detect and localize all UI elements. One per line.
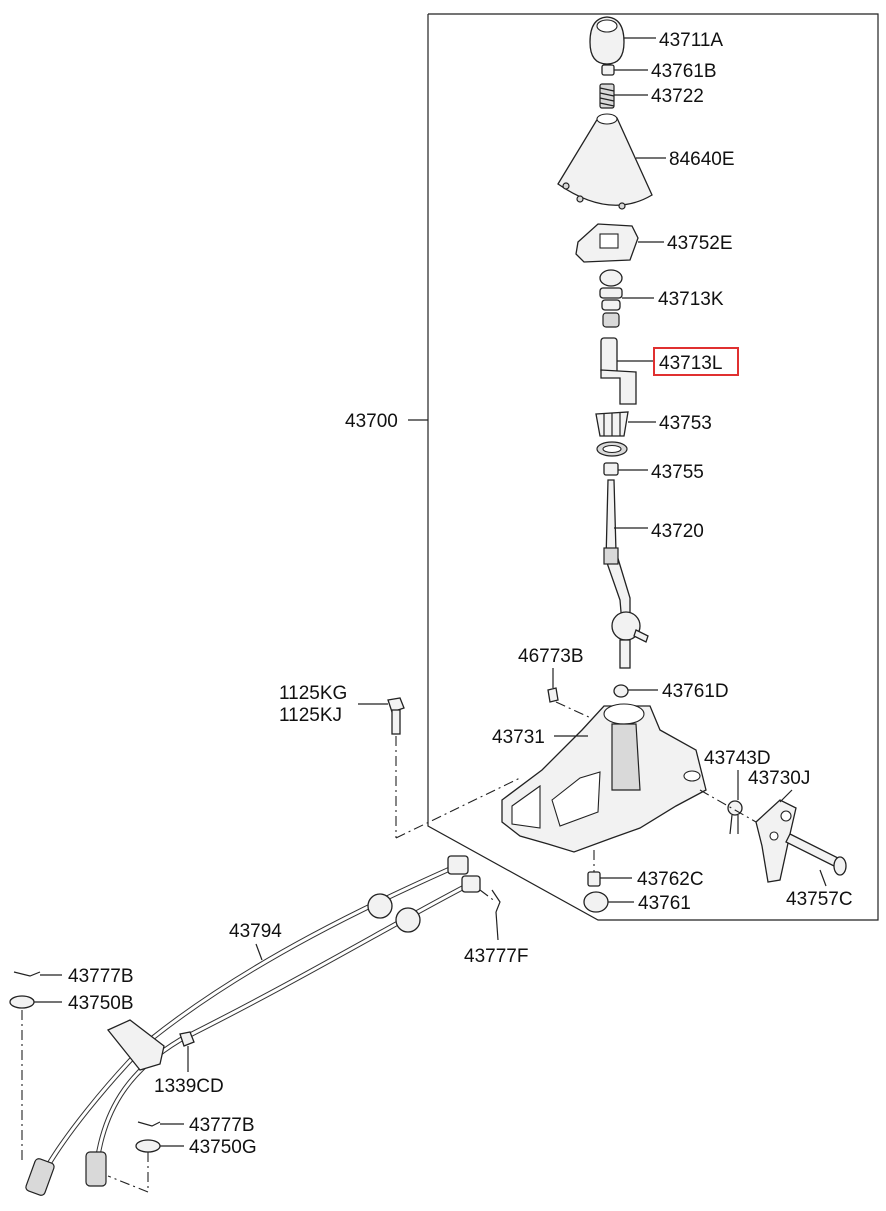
label-43794: 43794 — [229, 921, 282, 942]
label-43750G: 43750G — [189, 1137, 257, 1158]
label-1339CD: 1339CD — [154, 1076, 224, 1097]
pin-part[interactable] — [785, 833, 847, 876]
label-43752E: 43752E — [667, 233, 733, 254]
bracket-part[interactable] — [575, 223, 639, 263]
label-43762C: 43762C — [637, 869, 704, 890]
label-43750B: 43750B — [68, 993, 134, 1014]
label-84640E: 84640E — [669, 149, 735, 170]
collar-part[interactable] — [595, 411, 629, 437]
highlight-box — [653, 347, 739, 376]
nut-part[interactable] — [601, 64, 615, 76]
shift-base-part[interactable] — [501, 703, 707, 853]
washer-g-part[interactable] — [135, 1139, 161, 1153]
select-lever-part[interactable] — [755, 799, 797, 883]
label-43711A: 43711A — [659, 30, 723, 51]
clip-part[interactable] — [547, 687, 559, 703]
shift-lever-part[interactable] — [603, 479, 649, 669]
label-43730J: 43730J — [748, 768, 810, 789]
label-43731: 43731 — [492, 727, 545, 748]
label-43777B-bottom: 43777B — [189, 1115, 255, 1136]
mount-bushing-part[interactable] — [583, 891, 609, 913]
label-43720: 43720 — [651, 521, 704, 542]
label-46773B: 46773B — [518, 646, 584, 667]
torsion-spring-part[interactable] — [727, 800, 743, 835]
label-43713L: 43713L — [659, 353, 722, 374]
label-43777B-top: 43777B — [68, 966, 134, 987]
lever-sleeve-part[interactable] — [600, 337, 637, 405]
label-43761D: 43761D — [662, 681, 729, 702]
label-1125KJ: 1125KJ — [279, 705, 342, 726]
label-43761: 43761 — [638, 893, 691, 914]
label-43713K: 43713K — [658, 289, 724, 310]
label-43757C: 43757C — [786, 889, 853, 910]
cable-clip-b-top-part[interactable] — [13, 971, 41, 977]
label-43700: 43700 — [345, 411, 398, 432]
spring-part[interactable] — [599, 83, 615, 109]
label-1125KG: 1125KG — [279, 683, 347, 704]
label-43755: 43755 — [651, 462, 704, 483]
ring-part[interactable] — [596, 441, 628, 457]
cable-clip-f-part[interactable] — [491, 889, 501, 913]
washer-b-part[interactable] — [9, 995, 35, 1009]
label-43761B: 43761B — [651, 61, 717, 82]
shift-boot-part[interactable] — [557, 113, 653, 210]
label-43777F: 43777F — [464, 946, 528, 967]
bushing-c-part[interactable] — [587, 871, 601, 887]
cable-clip-b-bottom-part[interactable] — [137, 1121, 161, 1127]
label-43743D: 43743D — [704, 748, 771, 769]
small-bushing-part[interactable] — [603, 462, 619, 476]
label-43753: 43753 — [659, 413, 712, 434]
assembly-frame — [427, 13, 879, 921]
nut-cd-part[interactable] — [179, 1031, 195, 1047]
shift-cable-part[interactable] — [25, 855, 481, 1196]
shift-knob-part[interactable] — [589, 16, 625, 65]
label-43722: 43722 — [651, 86, 704, 107]
bushing-d-part[interactable] — [613, 684, 629, 698]
bolt-part[interactable] — [387, 697, 405, 735]
bushing-part[interactable] — [599, 269, 623, 328]
